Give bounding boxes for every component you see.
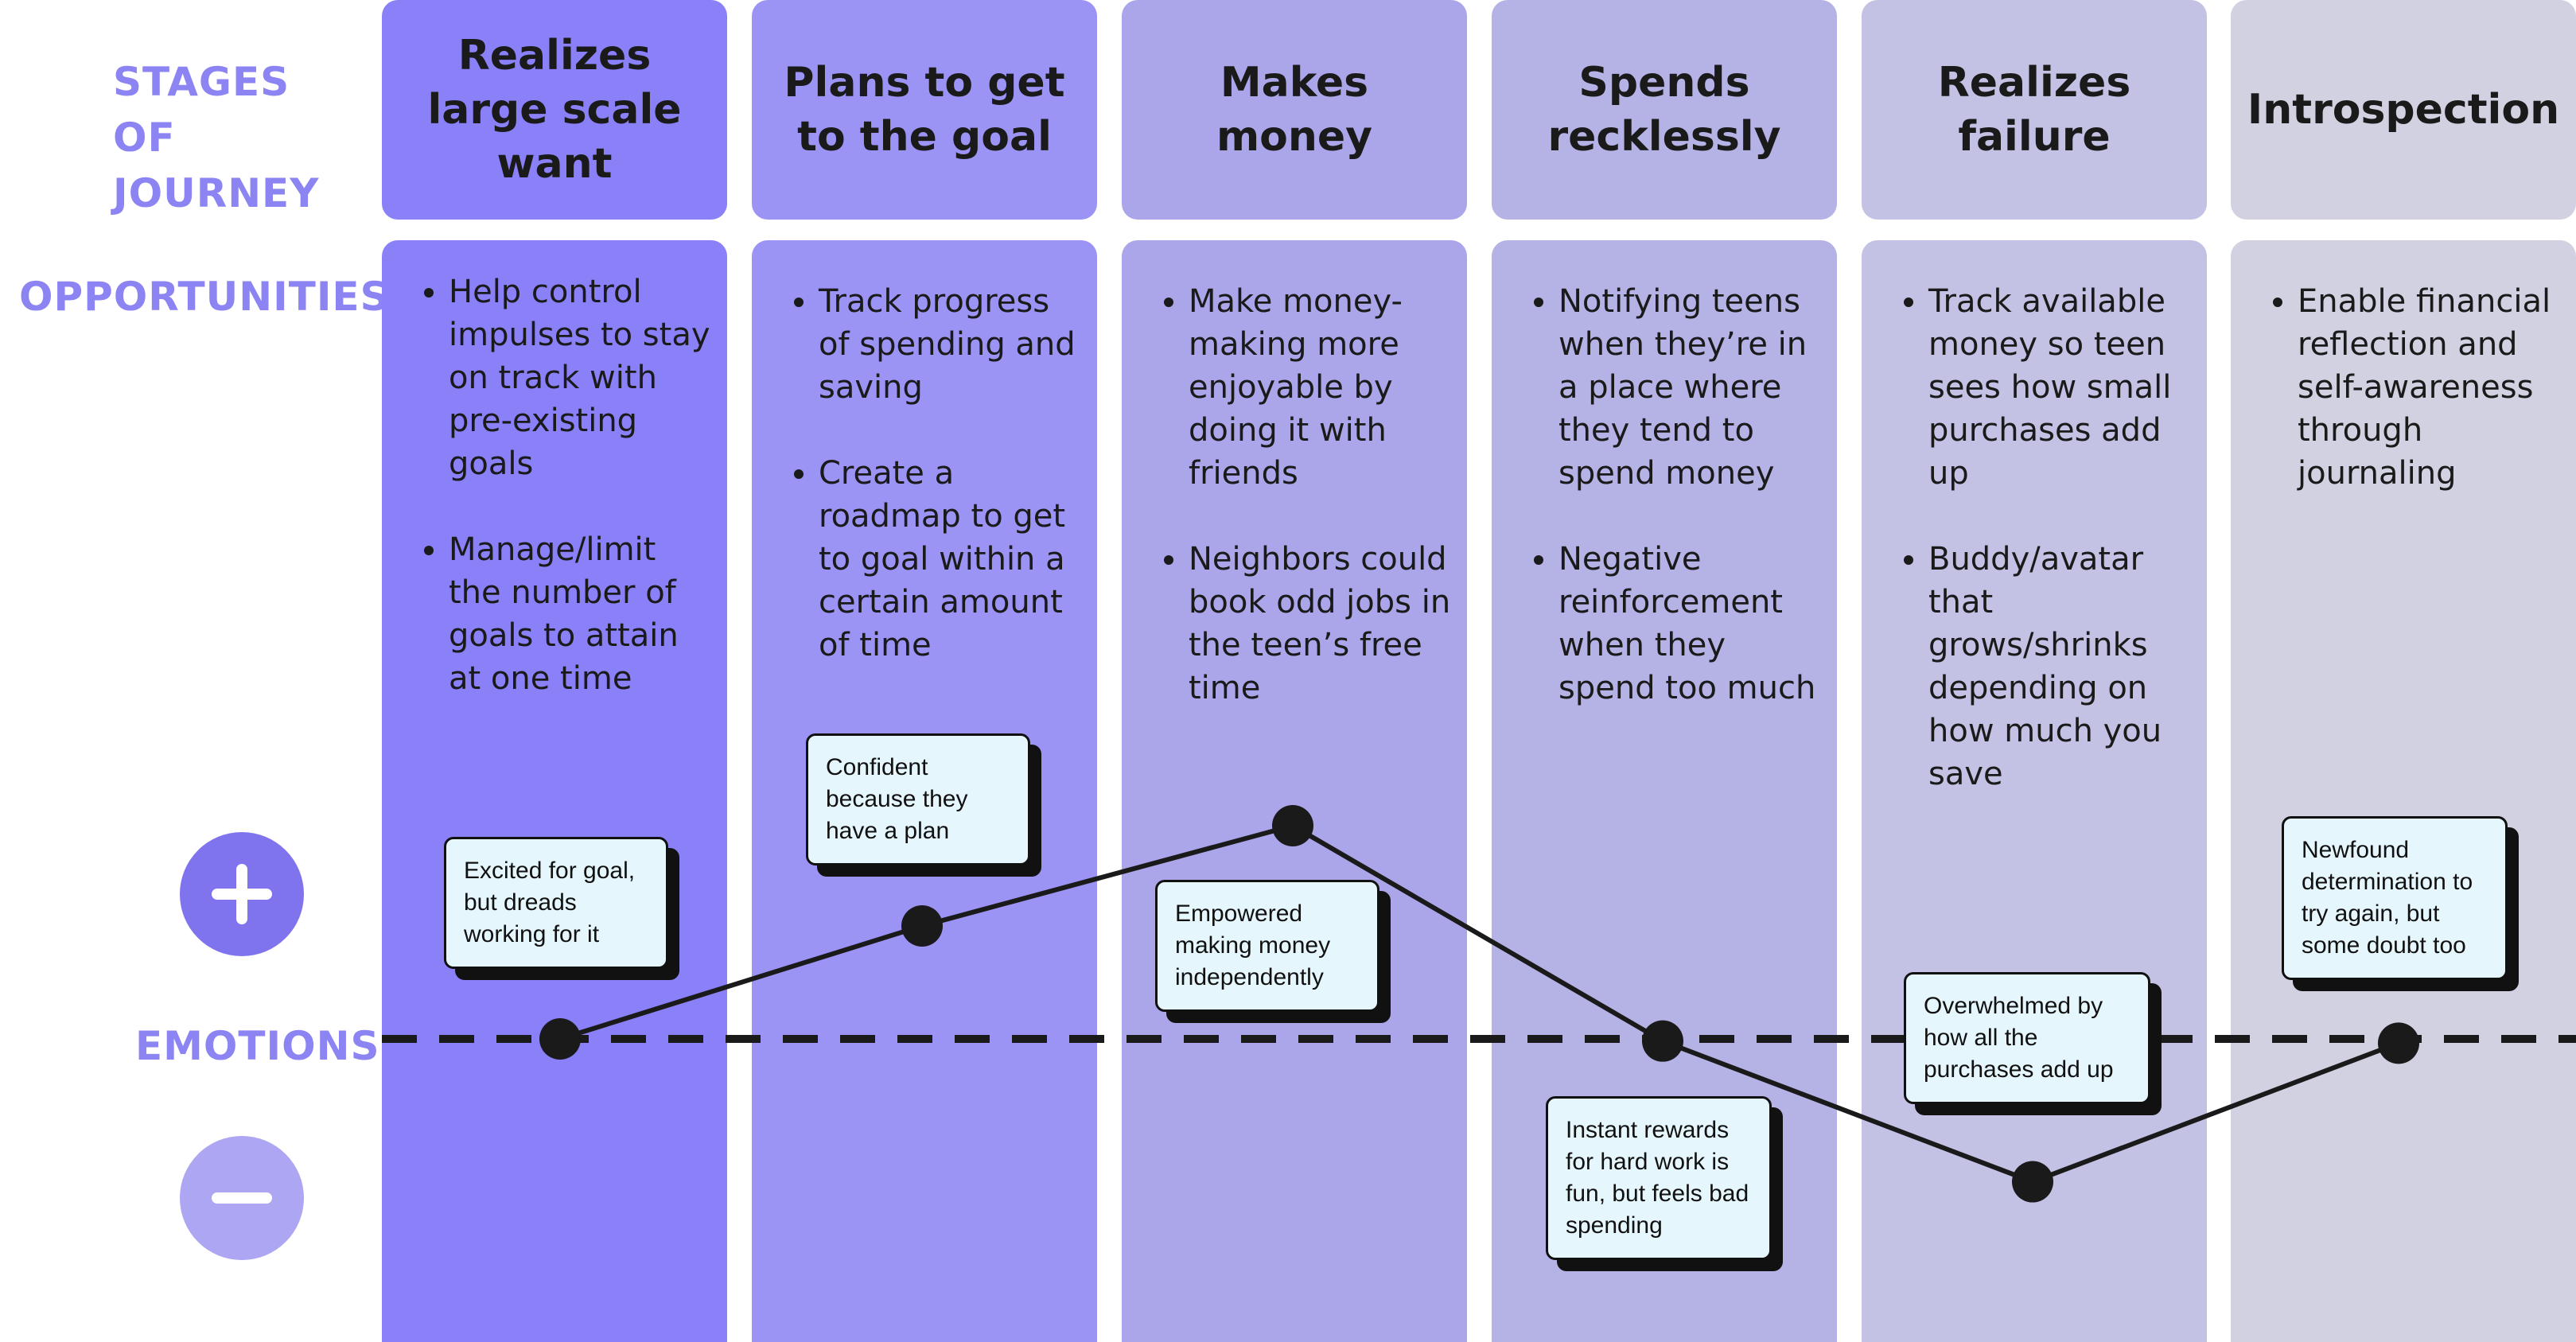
stage-title-1: Realizes large scale want: [382, 0, 727, 220]
emotion-callout-6: Newfound determination to try again, but…: [2282, 816, 2508, 980]
emotion-callout-2: Confident because they have a plan: [806, 733, 1030, 865]
emotion-callout-1: Excited for goal, but dreads working for…: [444, 837, 668, 969]
opportunity-list-4: Notifying teens when they’re in a place …: [1523, 280, 1821, 710]
opportunity-item: Negative reinforcement when they spend t…: [1558, 538, 1821, 710]
opportunity-panel-5: Track available money so teen sees how s…: [1862, 240, 2207, 1342]
opportunity-panel-3: Make money-making more enjoyable by doin…: [1122, 240, 1467, 1342]
emotion-point-5: [2012, 1161, 2053, 1203]
opportunity-item: Neighbors could book odd jobs in the tee…: [1189, 538, 1451, 710]
opportunity-item: Buddy/avatar that grows/shrinks dependin…: [1928, 538, 2191, 795]
opportunity-item: Track available money so teen sees how s…: [1928, 280, 2191, 495]
stage-title-2: Plans to get to the goal: [752, 0, 1097, 220]
opportunity-list-5: Track available money so teen sees how s…: [1893, 280, 2191, 795]
emotion-point-1: [539, 1018, 581, 1060]
opportunities-label: OPPORTUNITIES: [19, 274, 390, 320]
opportunity-item: Make money-making more enjoyable by doin…: [1189, 280, 1451, 495]
emotion-callout-5: Overwhelmed by how all the purchases add…: [1904, 972, 2150, 1104]
opportunity-list-6: Enable financial reflection and self-awa…: [2263, 280, 2560, 495]
opportunity-item: Notifying teens when they’re in a place …: [1558, 280, 1821, 495]
opportunity-list-2: Track progress of spending and saving Cr…: [784, 280, 1081, 667]
plus-circle-icon: [180, 832, 304, 956]
opportunity-panel-6: Enable financial reflection and self-awa…: [2231, 240, 2576, 1342]
emotion-callout-4: Instant rewards for hard work is fun, bu…: [1546, 1096, 1772, 1260]
opportunity-panel-1: Help control impulses to stay on track w…: [382, 240, 727, 1342]
stage-title-5: Realizes failure: [1862, 0, 2207, 220]
stage-title-3: Makes money: [1122, 0, 1467, 220]
emotion-point-3: [1272, 805, 1313, 846]
stages-label: STAGES OF JOURNEY: [113, 59, 320, 216]
stage-title-4: Spends recklessly: [1492, 0, 1837, 220]
opportunity-item: Help control impulses to stay on track w…: [449, 270, 711, 485]
opportunity-list-1: Help control impulses to stay on track w…: [414, 270, 711, 700]
stage-title-6: Introspection: [2231, 0, 2576, 220]
opportunity-item: Enable financial reflection and self-awa…: [2298, 280, 2560, 495]
emotion-line: [559, 823, 2400, 1184]
opportunity-item: Track progress of spending and saving: [819, 280, 1081, 409]
emotion-point-6: [2378, 1022, 2419, 1064]
opportunity-item: Manage/limit the number of goals to atta…: [449, 528, 711, 700]
minus-circle-icon: [180, 1136, 304, 1260]
opportunity-item: Create a roadmap to get to goal within a…: [819, 452, 1081, 667]
opportunity-list-3: Make money-making more enjoyable by doin…: [1154, 280, 1451, 710]
emotion-point-2: [901, 904, 943, 947]
emotion-callout-3: Empowered making money independently: [1155, 880, 1379, 1012]
emotion-point-4: [1642, 1020, 1683, 1062]
emotions-label: EMOTIONS: [135, 1023, 380, 1069]
